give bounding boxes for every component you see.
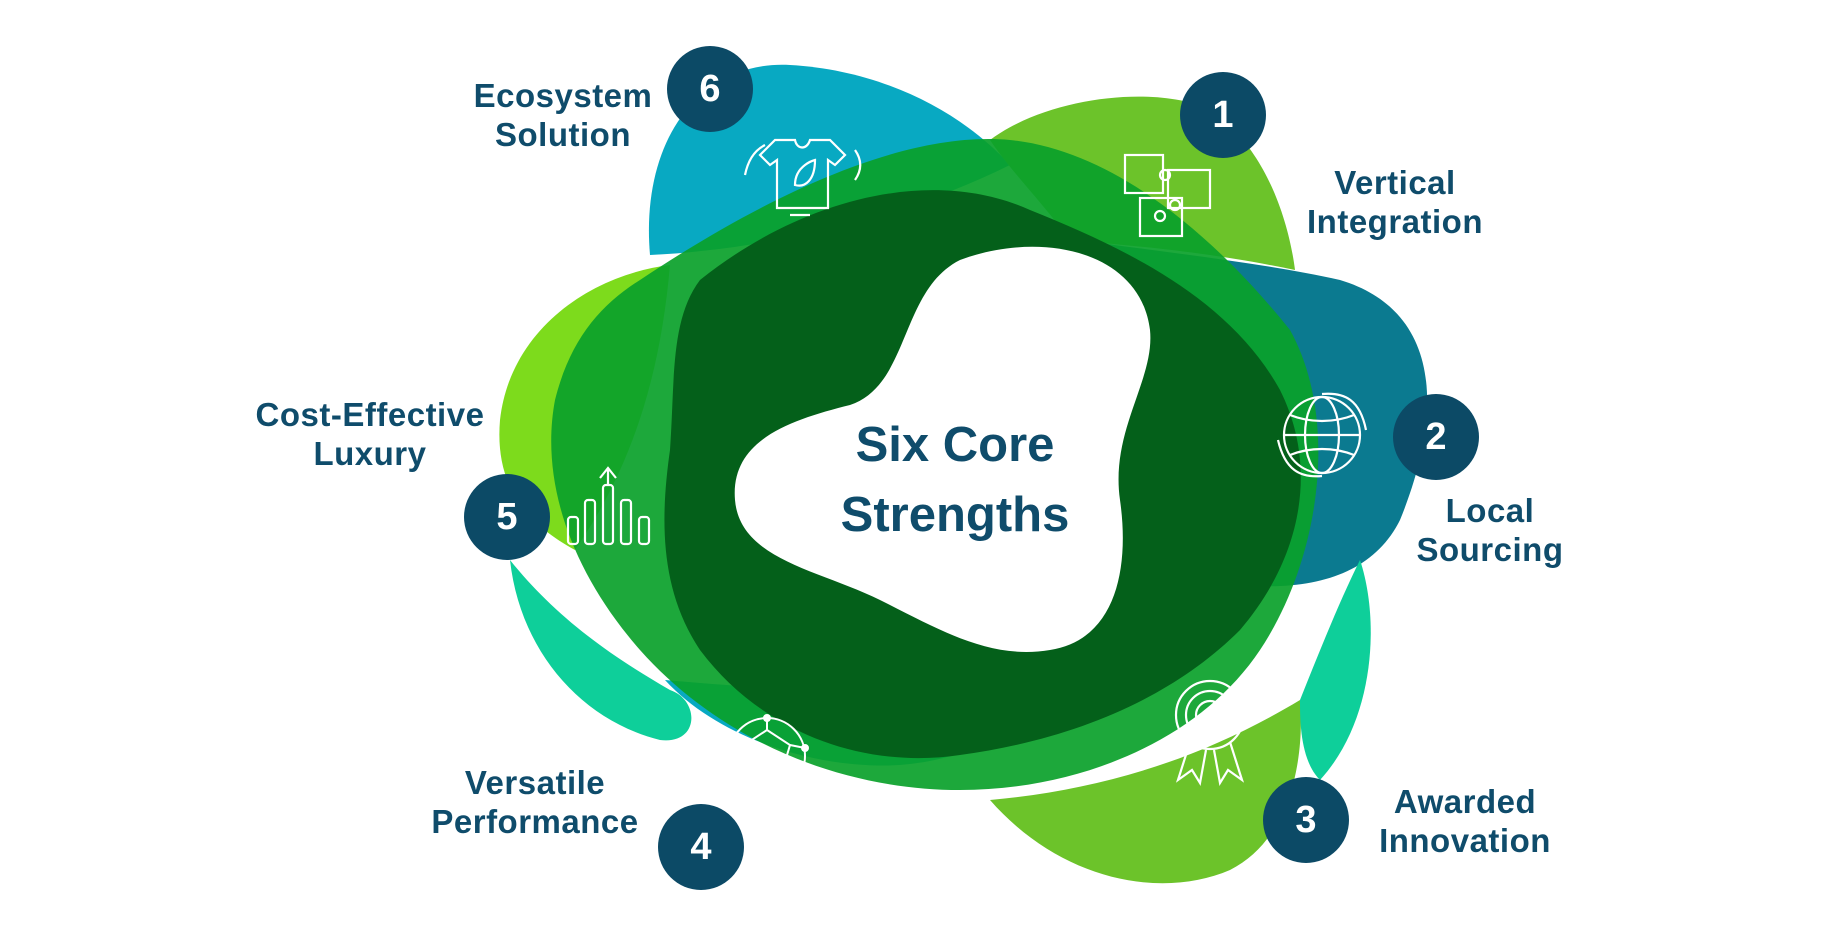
badge-5: 5 [464, 474, 550, 560]
puzzle-icon [1123, 153, 1212, 238]
center-cutout [734, 246, 1151, 652]
blob-mint-right [1300, 560, 1371, 780]
label-awarded-innovation: Awarded Innovation [1379, 783, 1551, 859]
label-ecosystem-solution: Ecosystem Solution [473, 77, 653, 153]
center-title-line-2: Strengths [840, 488, 1070, 542]
bar-growth-icon [566, 466, 651, 546]
network-sphere-icon [725, 714, 809, 795]
label-local-sourcing: Local Sourcing [1416, 492, 1564, 568]
label-versatile-performance: Versatile Performance [431, 764, 639, 840]
badge-3: 3 [1263, 777, 1349, 863]
badge-1: 1 [1180, 72, 1266, 158]
badge-4: 4 [658, 804, 744, 890]
blob-mint-left [510, 560, 692, 741]
badge-2: 2 [1393, 394, 1479, 480]
center-title: Six Core Strengths [790, 410, 1120, 550]
label-vertical-integration: Vertical Integration [1307, 164, 1483, 240]
award-ribbon-icon [1174, 679, 1246, 787]
shirt-leaf-recycle-icon [743, 138, 862, 217]
badge-6: 6 [667, 46, 753, 132]
center-title-line-1: Six Core [855, 418, 1055, 472]
globe-icon [1276, 392, 1368, 478]
label-cost-effective-luxury: Cost-Effective Luxury [255, 396, 485, 472]
